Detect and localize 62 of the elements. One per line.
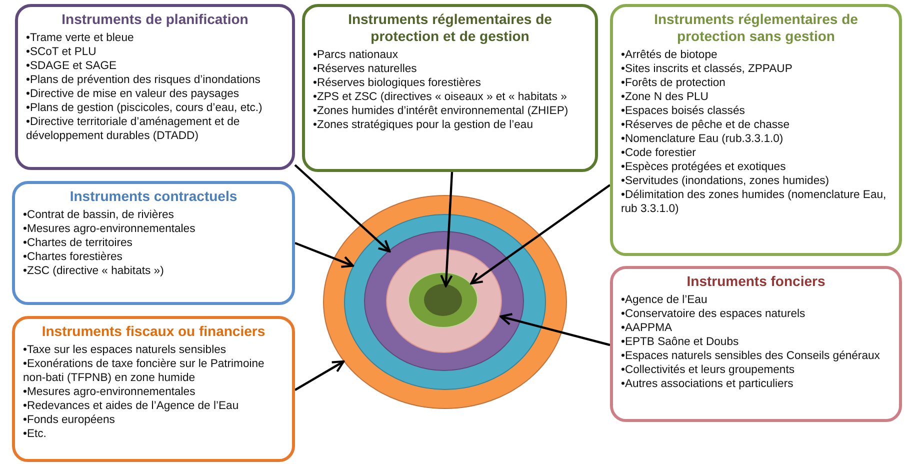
list-item: •Conservatoire des espaces naturels	[621, 307, 806, 321]
list-item: •Nomenclature Eau (rub.3.3.1.0)	[621, 132, 784, 146]
list-item: •Espèces protégées et exotiques	[621, 160, 787, 174]
arrow	[500, 313, 610, 346]
list-item: •Réserves naturelles	[313, 62, 418, 76]
list-item: •Délimitation des zones humides (nomenclature Eau, rub 3.3.1.0)	[621, 188, 888, 216]
list-item: •Chartes forestières	[23, 250, 124, 264]
list-item: •Parcs nationaux	[313, 48, 399, 62]
list-item: •Réserves de pêche et de chasse	[621, 118, 790, 132]
category-box	[610, 266, 902, 422]
list-item: •Directive de mise en valeur des paysages	[26, 87, 240, 101]
list-item: •Arrêtés de biotope	[621, 48, 718, 62]
list-item: •Zone N des PLU	[621, 90, 710, 104]
arrow	[440, 172, 454, 288]
list-item: •Taxe sur les espaces naturels sensibles	[23, 343, 228, 357]
list-item: •EPTB Saône et Doubs	[621, 335, 740, 349]
list-item: •Chartes de territoires	[23, 236, 134, 250]
list-item: •Servitudes (inondations, zones humides)	[621, 174, 830, 188]
box-heading: Instruments réglementaires de protection sans gestion	[653, 11, 859, 45]
list-item: •Agence de l’Eau	[621, 293, 708, 307]
list-item: •Code forestier	[621, 146, 697, 160]
box-heading: Instruments fiscaux ou financiers	[40, 323, 266, 340]
arrow	[294, 164, 391, 252]
list-item: •Collectivités et leurs groupements	[621, 363, 796, 377]
list-item: •Directive territoriale d’aménagement et de développement durables (DTADD)	[26, 115, 241, 143]
box-heading: Instruments réglementaires de protection et de gestion	[347, 11, 553, 45]
list-item: •Trame verte et bleue	[26, 31, 135, 45]
arrow	[294, 360, 345, 391]
list-item: •Exonérations de taxe foncière sur le Patrimoine non-bati (TFPNB) en zone humide	[23, 357, 266, 385]
list-item: •Zones stratégiques pour la gestion de l’eau	[313, 118, 534, 132]
category-box	[15, 4, 295, 170]
ring-ellipse	[386, 248, 502, 352]
list-item: •Mesures agro-environnementales	[23, 222, 196, 236]
list-item: •Sites inscrits et classés, ZPPAUP	[621, 62, 794, 76]
category-box	[12, 181, 295, 305]
list-item: •ZSC (directive « habitats »)	[23, 264, 165, 278]
list-item: •AAPPMA	[621, 321, 674, 335]
list-item: •Plans de prévention des risques d’inondations	[26, 73, 262, 87]
list-item: •Forêts de protection	[621, 76, 726, 90]
list-item: •Redevances et aides de l’Agence de l’Eau	[23, 399, 240, 413]
list-item: •Réserves biologiques forestières	[313, 76, 482, 90]
category-box	[12, 316, 295, 462]
arrow	[470, 184, 611, 284]
box-heading: Instruments fonciers	[686, 273, 826, 290]
arrow	[294, 242, 354, 268]
list-item: •Espaces naturels sensibles des Conseils généraux	[621, 349, 881, 363]
list-item: •Contrat de bassin, de rivières	[23, 208, 175, 222]
box-heading: Instruments de planification	[60, 11, 250, 28]
list-item: •Etc.	[23, 427, 48, 441]
category-box	[302, 4, 598, 172]
list-item: •Fonds européens	[23, 413, 116, 427]
list-item: •Zones humides d’intérêt environnemental (ZHIEP)	[313, 104, 570, 118]
list-item: •Espaces boisés classés	[621, 104, 746, 118]
list-item: •Mesures agro-environnementales	[23, 385, 196, 399]
list-item: •ZPS et ZSC (directives « oiseaux » et « habitats »	[313, 90, 568, 104]
list-item: •SDAGE et SAGE	[26, 59, 118, 73]
category-box	[610, 4, 902, 256]
ring-ellipse	[424, 284, 462, 316]
box-heading: Instruments contractuels	[68, 188, 238, 205]
list-item: •Autres associations et particuliers	[621, 377, 794, 391]
list-item: •Plans de gestion (piscicoles, cours d’eau, etc.)	[26, 101, 264, 115]
list-item: •SCoT et PLU	[26, 45, 98, 59]
